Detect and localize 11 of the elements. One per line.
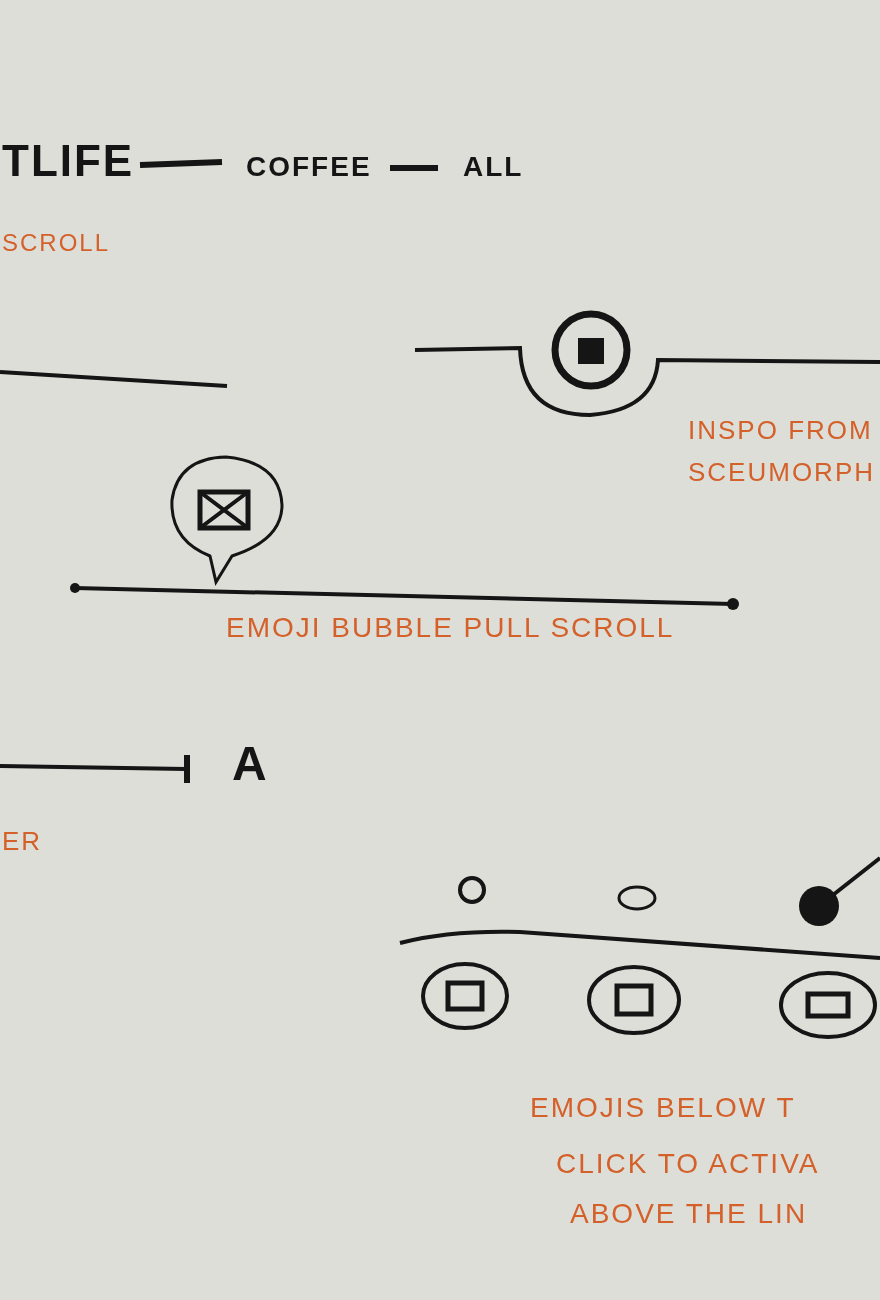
note-text: INSPO FROM SCEUMORPH <box>688 414 876 489</box>
note-text: ER <box>2 826 43 857</box>
heading-text: TLIFE <box>2 136 135 186</box>
note-text: ABOVE THE LIN <box>570 1198 808 1230</box>
note-text: SCROLL <box>2 229 111 257</box>
heading-text: ALL <box>463 151 524 183</box>
note-text: CLICK TO ACTIVA <box>556 1148 820 1180</box>
heading-text: COFFEE <box>246 151 372 183</box>
note-text: EMOJI BUBBLE PULL SCROLL <box>226 612 675 644</box>
note-text: EMOJIS BELOW T <box>530 1092 796 1124</box>
letter-label: A <box>232 736 269 791</box>
